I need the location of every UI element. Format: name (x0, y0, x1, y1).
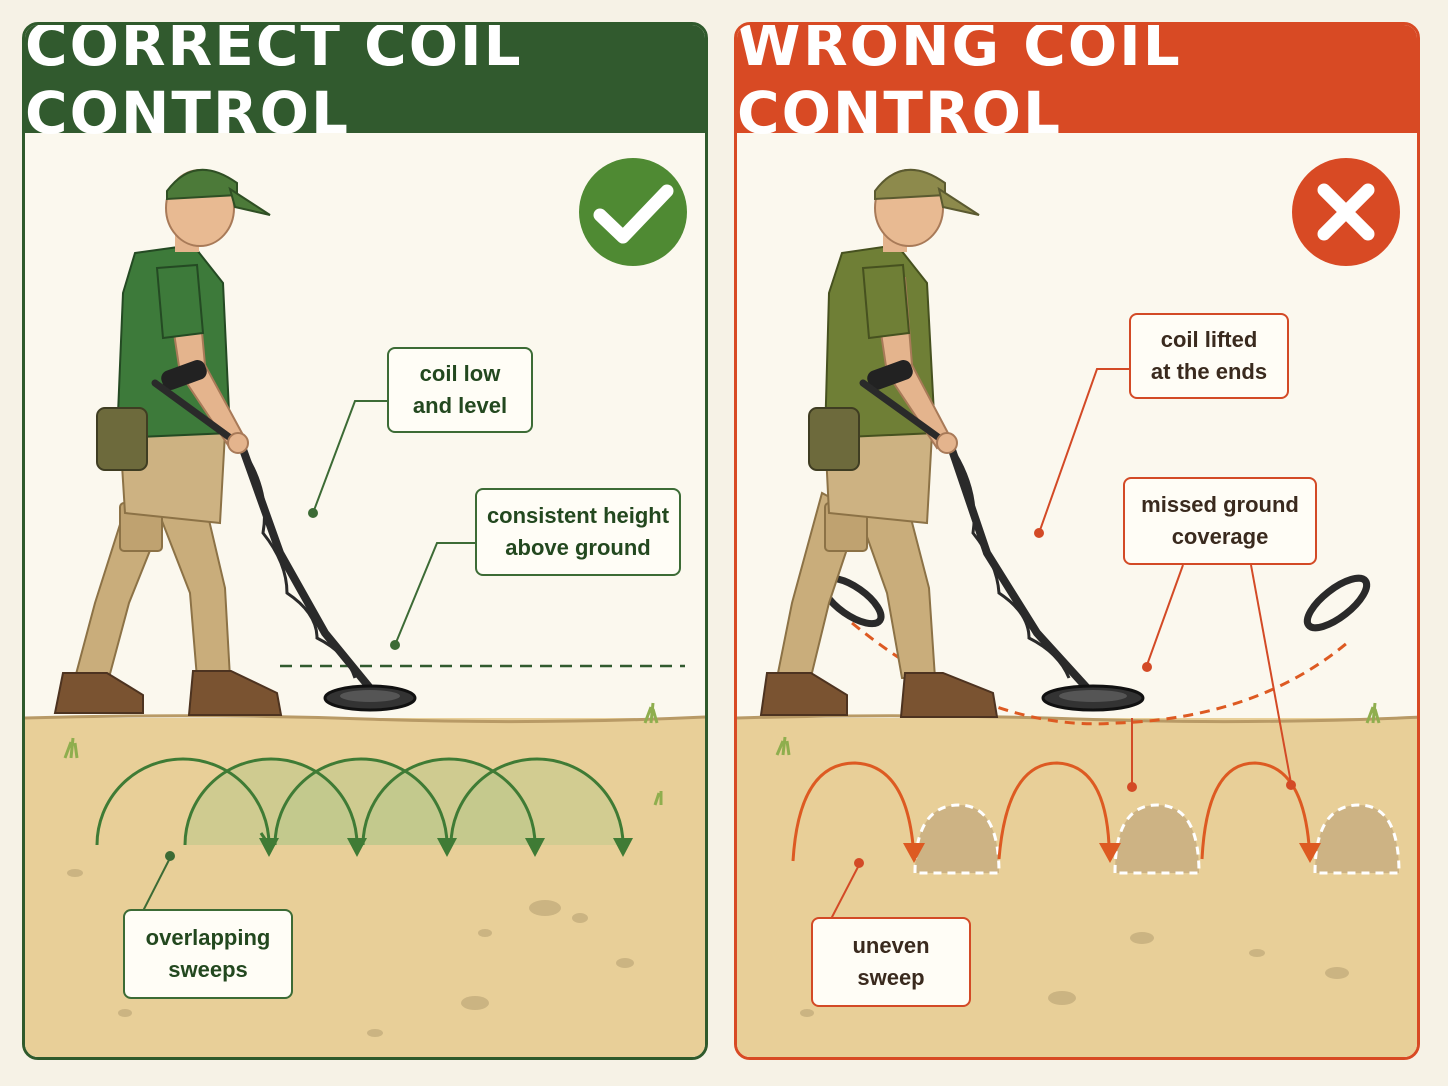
grass (775, 702, 1381, 756)
missed-coverage-gaps (913, 803, 1401, 875)
detectorist-figure (53, 168, 417, 716)
callout-coil-lifted: coil lifted at the ends (1129, 313, 1289, 399)
wrong-scene (737, 158, 1417, 1057)
overlapping-sweep-arcs (95, 757, 633, 857)
check-icon (579, 158, 687, 266)
callout-missed-coverage: missed ground coverage (1123, 477, 1317, 565)
grass (63, 702, 663, 806)
detectorist-figure (759, 168, 1145, 718)
correct-leader-lines (142, 400, 475, 912)
x-icon (1292, 158, 1400, 266)
callout-overlapping-sweeps: overlapping sweeps (123, 909, 293, 999)
correct-panel: CORRECT COIL CONTROL (22, 22, 708, 1060)
correct-panel-title: CORRECT COIL CONTROL (25, 25, 705, 147)
wrong-panel: WRONG COIL CONTROL (734, 22, 1420, 1060)
lifted-coil-path (851, 621, 1348, 726)
wrong-leader-lines (830, 368, 1292, 920)
wrong-panel-title: WRONG COIL CONTROL (737, 25, 1417, 147)
uneven-sweep-arcs (791, 761, 1311, 862)
pebbles (67, 869, 634, 1037)
callout-coil-low: coil low and level (387, 347, 533, 433)
callout-uneven-sweep: uneven sweep (811, 917, 971, 1007)
callout-consistent-height: consistent height above ground (475, 488, 681, 576)
lifted-coil-right (1303, 574, 1371, 632)
correct-scene (25, 158, 705, 1057)
